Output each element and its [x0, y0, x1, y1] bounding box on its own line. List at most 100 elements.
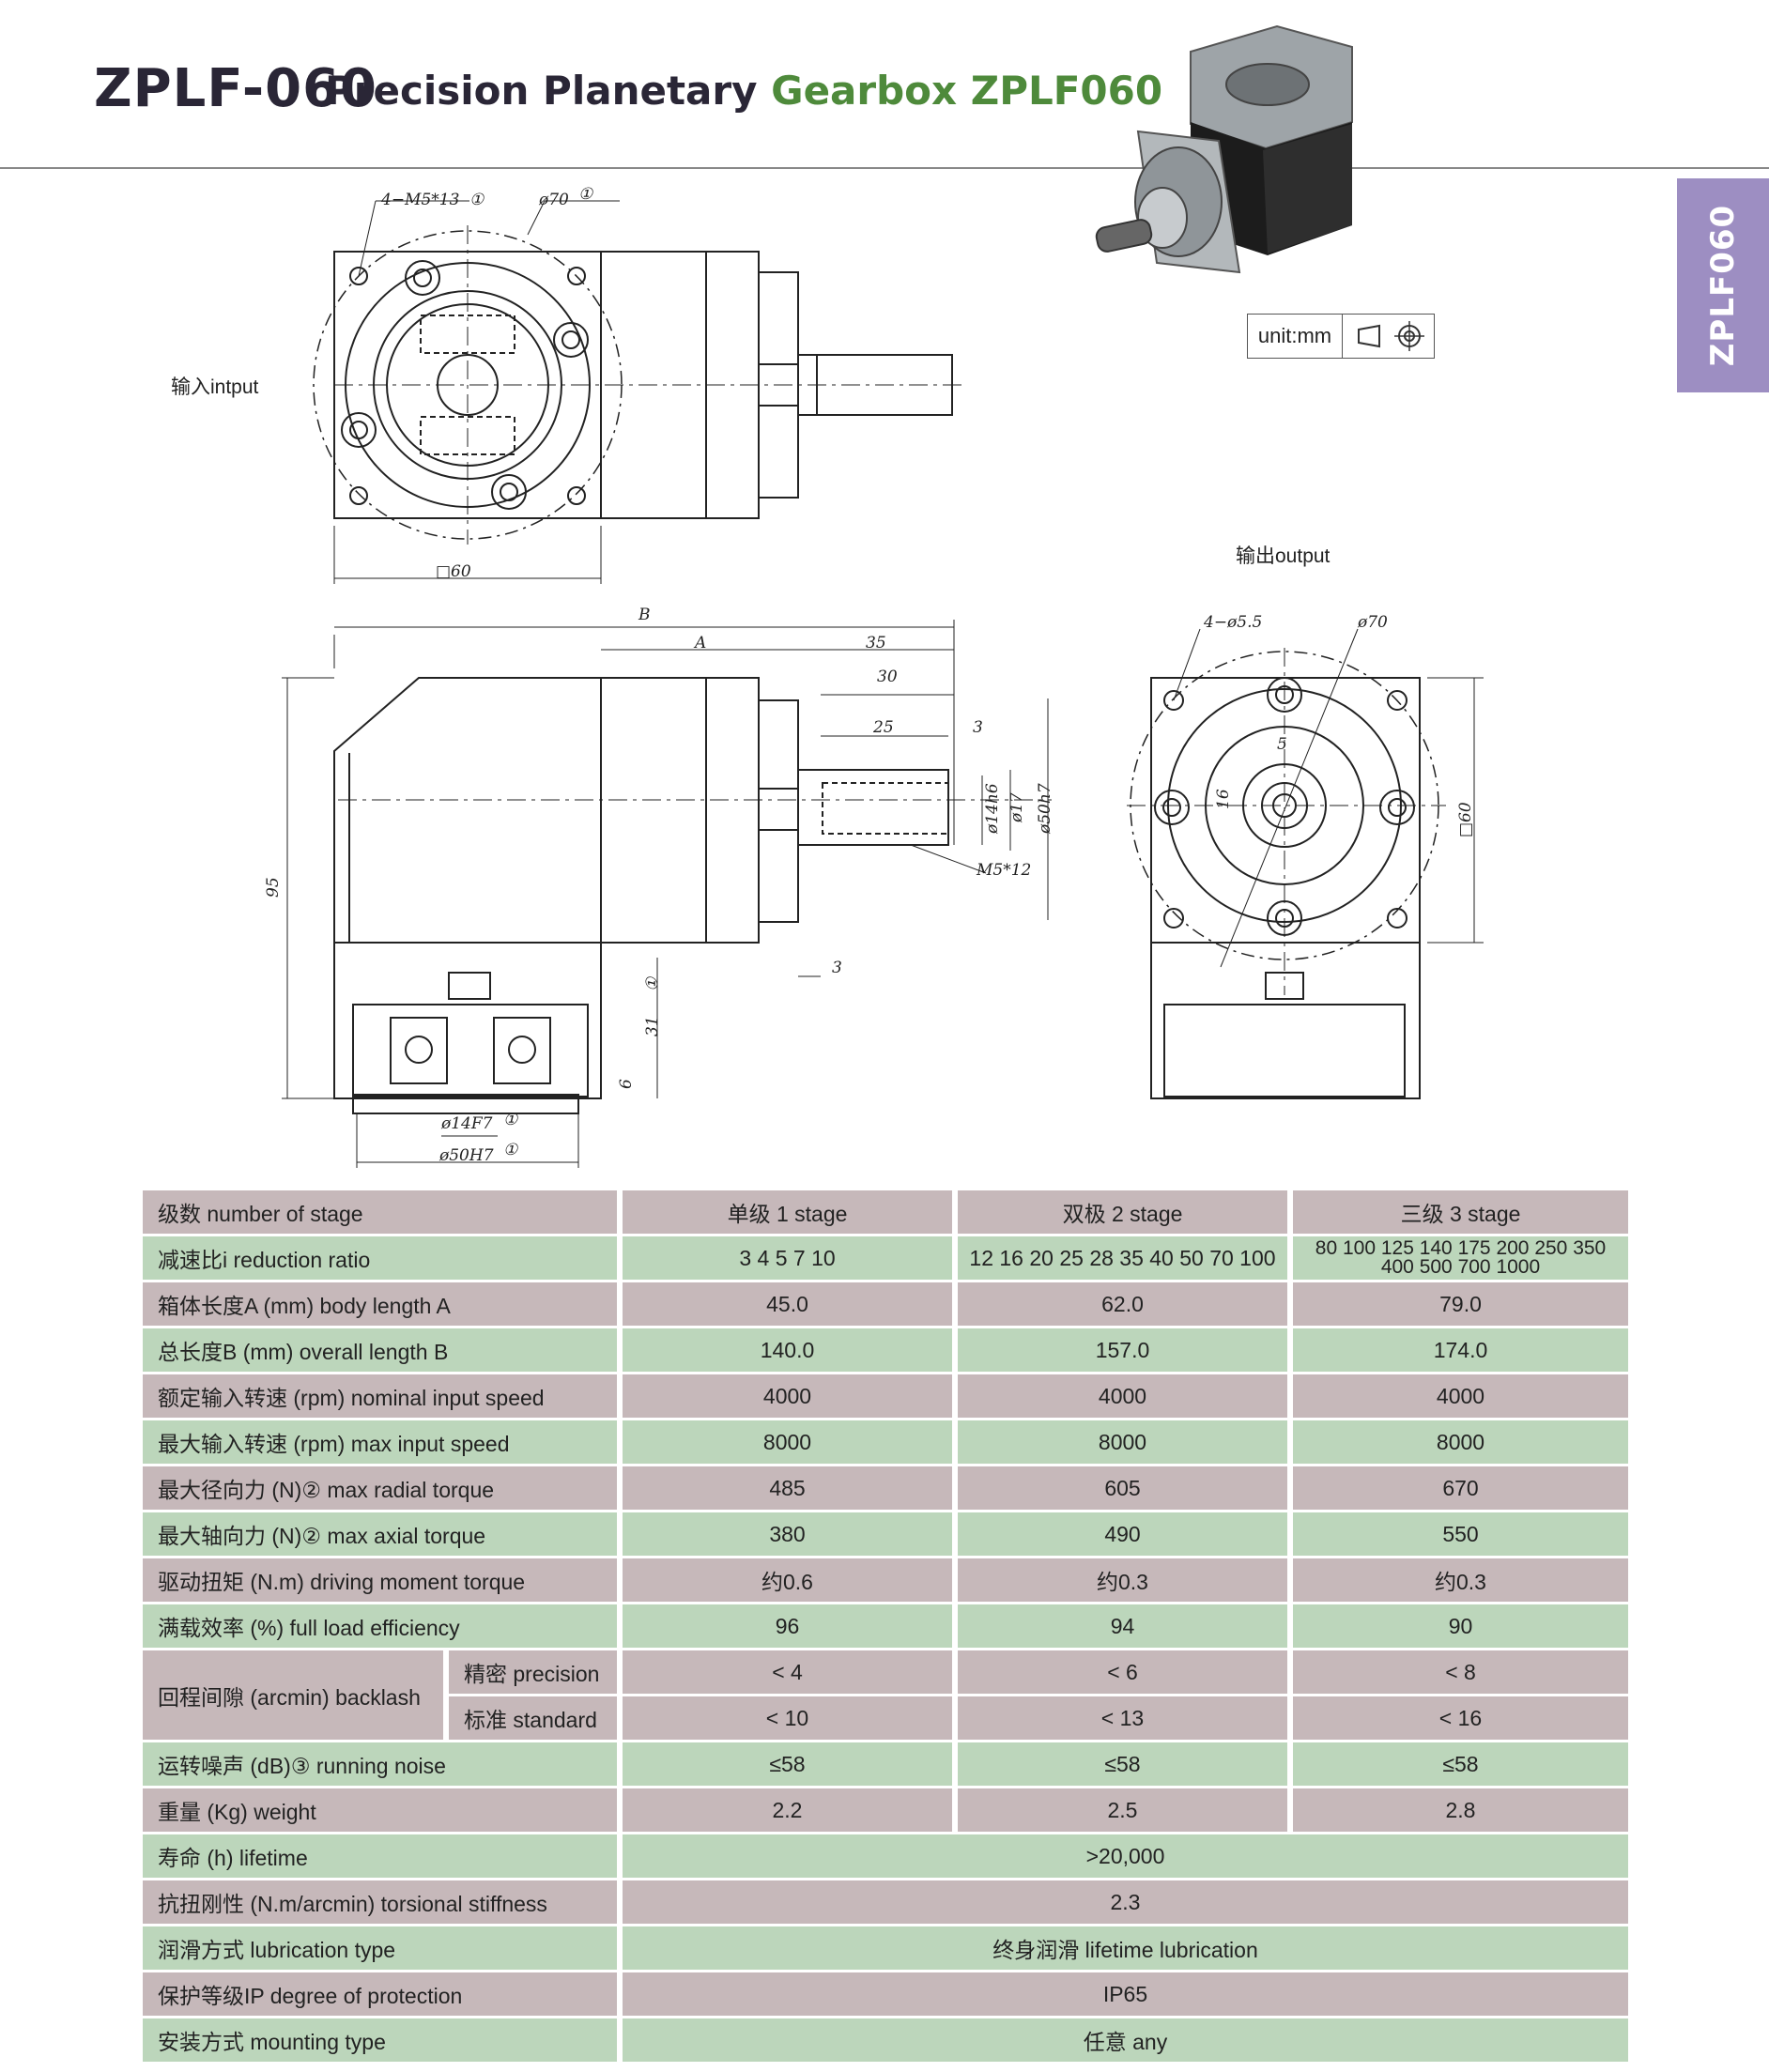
- row-value: 80 100 125 140 175 200 250 350 400 500 7…: [1293, 1236, 1628, 1280]
- row-value: 8000: [958, 1420, 1287, 1464]
- top-view: [313, 200, 967, 584]
- title-part-1: Precision Planetary: [325, 68, 772, 114]
- row-value: 550: [1293, 1512, 1628, 1556]
- dim-A: A: [693, 634, 706, 652]
- dim-circ-5: ①: [503, 1141, 518, 1159]
- row-value: 62.0: [958, 1282, 1287, 1326]
- dim-m5x12: M5*12: [976, 861, 1031, 880]
- row-value: 380: [623, 1512, 952, 1556]
- row-value: 约0.3: [958, 1558, 1287, 1602]
- dim-phi50h7: ø50h7: [1036, 783, 1054, 835]
- row-label: 减速比i reduction ratio: [143, 1236, 617, 1280]
- row-value: 96: [623, 1604, 952, 1648]
- row-label: 最大轴向力 (N)② max axial torque: [143, 1512, 617, 1556]
- dim-phi70-out: ø70: [1357, 613, 1388, 632]
- output-view: [1127, 628, 1484, 1099]
- precision-value: < 6: [958, 1650, 1287, 1694]
- header-col-2: 双极 2 stage: [958, 1190, 1287, 1234]
- unit-label: unit:mm: [1248, 315, 1343, 358]
- dim-16: 16: [1214, 789, 1233, 809]
- row-label: 额定输入转速 (rpm) nominal input speed: [143, 1374, 617, 1418]
- row-label: 重量 (Kg) weight: [143, 1788, 617, 1832]
- row-label: 最大输入转速 (rpm) max input speed: [143, 1420, 617, 1464]
- table-header-row: 级数 number of stage 单级 1 stage 双极 2 stage…: [143, 1190, 1628, 1234]
- row-value: 8000: [623, 1420, 952, 1464]
- row-value: 3 4 5 7 10: [623, 1236, 952, 1280]
- row-value: 2.8: [1293, 1788, 1628, 1832]
- row-label: 驱动扭矩 (N.m) driving moment torque: [143, 1558, 617, 1602]
- precision-value: < 4: [623, 1650, 952, 1694]
- dim-holes-out: 4−ø5.5: [1203, 613, 1262, 632]
- table-row: 运转噪声 (dB)③ running noise≤58≤58≤58: [143, 1742, 1628, 1786]
- side-view: [282, 620, 1052, 1168]
- dim-3b: 3: [832, 959, 842, 977]
- dim-5: 5: [1277, 735, 1287, 754]
- table-row: 寿命 (h) lifetime>20,000: [143, 1834, 1628, 1878]
- row-value: 90: [1293, 1604, 1628, 1648]
- dim-phi14f7: ø14F7: [440, 1114, 493, 1133]
- row-value: 157.0: [958, 1328, 1287, 1372]
- dim-phi70-top: ø70: [538, 191, 569, 209]
- header-col-1: 单级 1 stage: [623, 1190, 952, 1234]
- unit-box: unit:mm: [1247, 314, 1435, 359]
- row-label: 运转噪声 (dB)③ running noise: [143, 1742, 617, 1786]
- output-label: 输出output: [1236, 545, 1331, 567]
- standard-value: < 13: [958, 1696, 1287, 1740]
- standard-value: < 16: [1293, 1696, 1628, 1740]
- dim-31: 31: [643, 1016, 662, 1036]
- row-value: 终身润滑 lifetime lubrication: [623, 1926, 1628, 1970]
- dim-holes-top: 4−M5*13: [380, 191, 459, 209]
- backlash-label: 回程间隙 (arcmin) backlash: [143, 1650, 443, 1740]
- page-header: ZPLF-060 Precision Planetary Gearbox ZPL…: [0, 0, 1769, 169]
- row-value: ≤58: [623, 1742, 952, 1786]
- dim-phi50H7: ø50H7: [438, 1146, 494, 1165]
- row-value: 4000: [958, 1374, 1287, 1418]
- dim-circ-4: ①: [503, 1111, 518, 1129]
- row-value: 79.0: [1293, 1282, 1628, 1326]
- row-label: 抗扭刚性 (N.m/arcmin) torsional stiffness: [143, 1880, 617, 1924]
- dim-sq60: □60: [436, 562, 471, 581]
- row-label: 安装方式 mounting type: [143, 2018, 617, 2062]
- row-value: 2.3: [623, 1880, 1628, 1924]
- row-label: 保护等级IP degree of protection: [143, 1972, 617, 2016]
- row-label: 总长度B (mm) overall length B: [143, 1328, 617, 1372]
- row-value: 约0.3: [1293, 1558, 1628, 1602]
- dim-phi14h6: ø14h6: [983, 783, 1002, 835]
- row-value: 4000: [623, 1374, 952, 1418]
- row-value: 670: [1293, 1466, 1628, 1510]
- precision-label: 精密 precision: [449, 1650, 617, 1694]
- dim-6: 6: [617, 1079, 636, 1089]
- row-value: 94: [958, 1604, 1287, 1648]
- dim-sq60-out: □60: [1456, 802, 1475, 837]
- row-label: 最大径向力 (N)② max radial torque: [143, 1466, 617, 1510]
- row-value: ≤58: [1293, 1742, 1628, 1786]
- row-value: 2.5: [958, 1788, 1287, 1832]
- row-value: 605: [958, 1466, 1287, 1510]
- row-value: ≤58: [958, 1742, 1287, 1786]
- dim-circ-3: ①: [643, 976, 662, 991]
- row-value: 174.0: [1293, 1328, 1628, 1372]
- row-label: 润滑方式 lubrication type: [143, 1926, 617, 1970]
- row-value: 4000: [1293, 1374, 1628, 1418]
- dim-30: 30: [877, 668, 898, 686]
- row-value: 约0.6: [623, 1558, 952, 1602]
- header-label: 级数 number of stage: [143, 1190, 617, 1234]
- dim-35: 35: [866, 634, 886, 652]
- row-value: 490: [958, 1512, 1287, 1556]
- precision-value: < 8: [1293, 1650, 1628, 1694]
- side-tab: ZPLF060: [1677, 178, 1769, 392]
- dim-phi17: ø17: [1008, 792, 1026, 823]
- row-label: 寿命 (h) lifetime: [143, 1834, 617, 1878]
- row-value: 2.2: [623, 1788, 952, 1832]
